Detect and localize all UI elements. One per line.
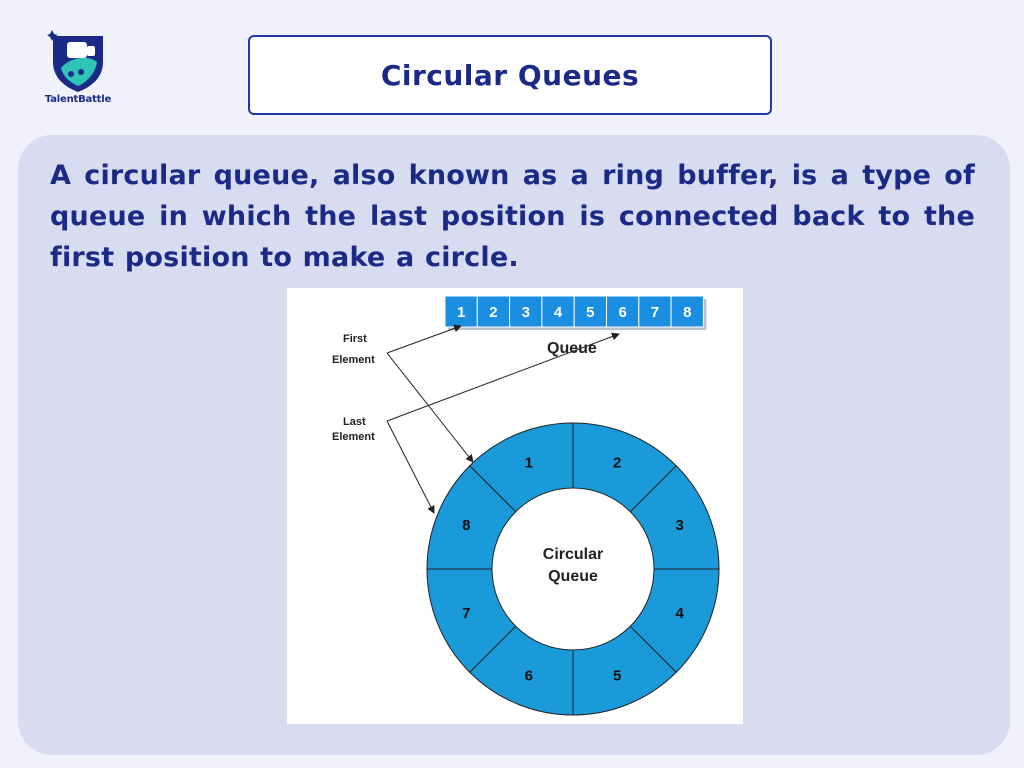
ring-divider	[469, 465, 517, 513]
last-to-queue-arrow	[386, 332, 620, 422]
circular-queue-label-line2: Queue	[548, 568, 598, 585]
ring-segment-label: 2	[613, 454, 621, 471]
ring-segment-label: 1	[525, 454, 533, 471]
queue-cell	[573, 295, 608, 328]
circular-queue-diagram: 1 2 3 4 5 6 7 8 Queue First Element Last Elemen…	[287, 288, 743, 724]
page-title: Circular Queues	[380, 58, 640, 92]
ring-divider	[629, 625, 677, 673]
queue-cell-label: 6	[618, 304, 626, 321]
queue-cell	[670, 295, 704, 328]
description-text: A circular queue, also known as a ring b…	[50, 160, 975, 273]
pointer-arrows	[386, 324, 620, 514]
ring-segment-label: 5	[613, 668, 621, 685]
title-box: Circular Queues	[248, 35, 772, 115]
queue-cell	[541, 295, 575, 328]
first-to-circle-arrow	[386, 352, 474, 463]
queue-label: Queue	[547, 340, 597, 357]
diagram-canvas: 1 2 3 4 5 6 7 8 Queue First Element Last Elemen…	[332, 295, 720, 716]
queue-cell-label: 2	[489, 304, 497, 321]
last-to-circle-arrow	[386, 420, 435, 514]
brand-name: TalentBattle	[44, 94, 112, 105]
queue-cell-label: 8	[683, 304, 691, 321]
first-to-queue-arrow	[386, 324, 462, 354]
queue-cell	[606, 295, 640, 328]
ring-segment-label: 7	[462, 605, 470, 622]
first-element-label-line1: First	[343, 333, 367, 345]
first-element-label-line2: Element	[332, 354, 375, 366]
talentbattle-shield-icon	[47, 30, 103, 92]
ring-segment-label: 6	[525, 668, 533, 685]
circular-ring: 1 2 3 4 5 6 7 8	[426, 422, 720, 716]
ring-divider	[629, 465, 677, 513]
queue-cell-label: 7	[651, 304, 659, 321]
queue-cell-label: 1	[457, 304, 465, 321]
queue-cell-label: 4	[554, 304, 563, 321]
last-element-label-line2: Element	[332, 431, 375, 443]
queue-cell-label: 5	[586, 304, 594, 321]
ring-segment-label: 8	[462, 517, 470, 534]
linear-queue: 1 2 3 4 5 6 7 8	[444, 295, 707, 330]
last-element-label-line1: Last	[343, 416, 366, 428]
brand-logo: TalentBattle	[38, 28, 118, 118]
queue-cell	[638, 295, 672, 328]
ring-divider	[469, 625, 517, 673]
queue-cell-label: 3	[522, 304, 530, 321]
ring-segment-label: 3	[676, 517, 684, 534]
circular-queue-label-line1: Circular	[543, 546, 603, 563]
ring-segment-label: 4	[676, 605, 685, 622]
ring-inner	[491, 487, 655, 651]
